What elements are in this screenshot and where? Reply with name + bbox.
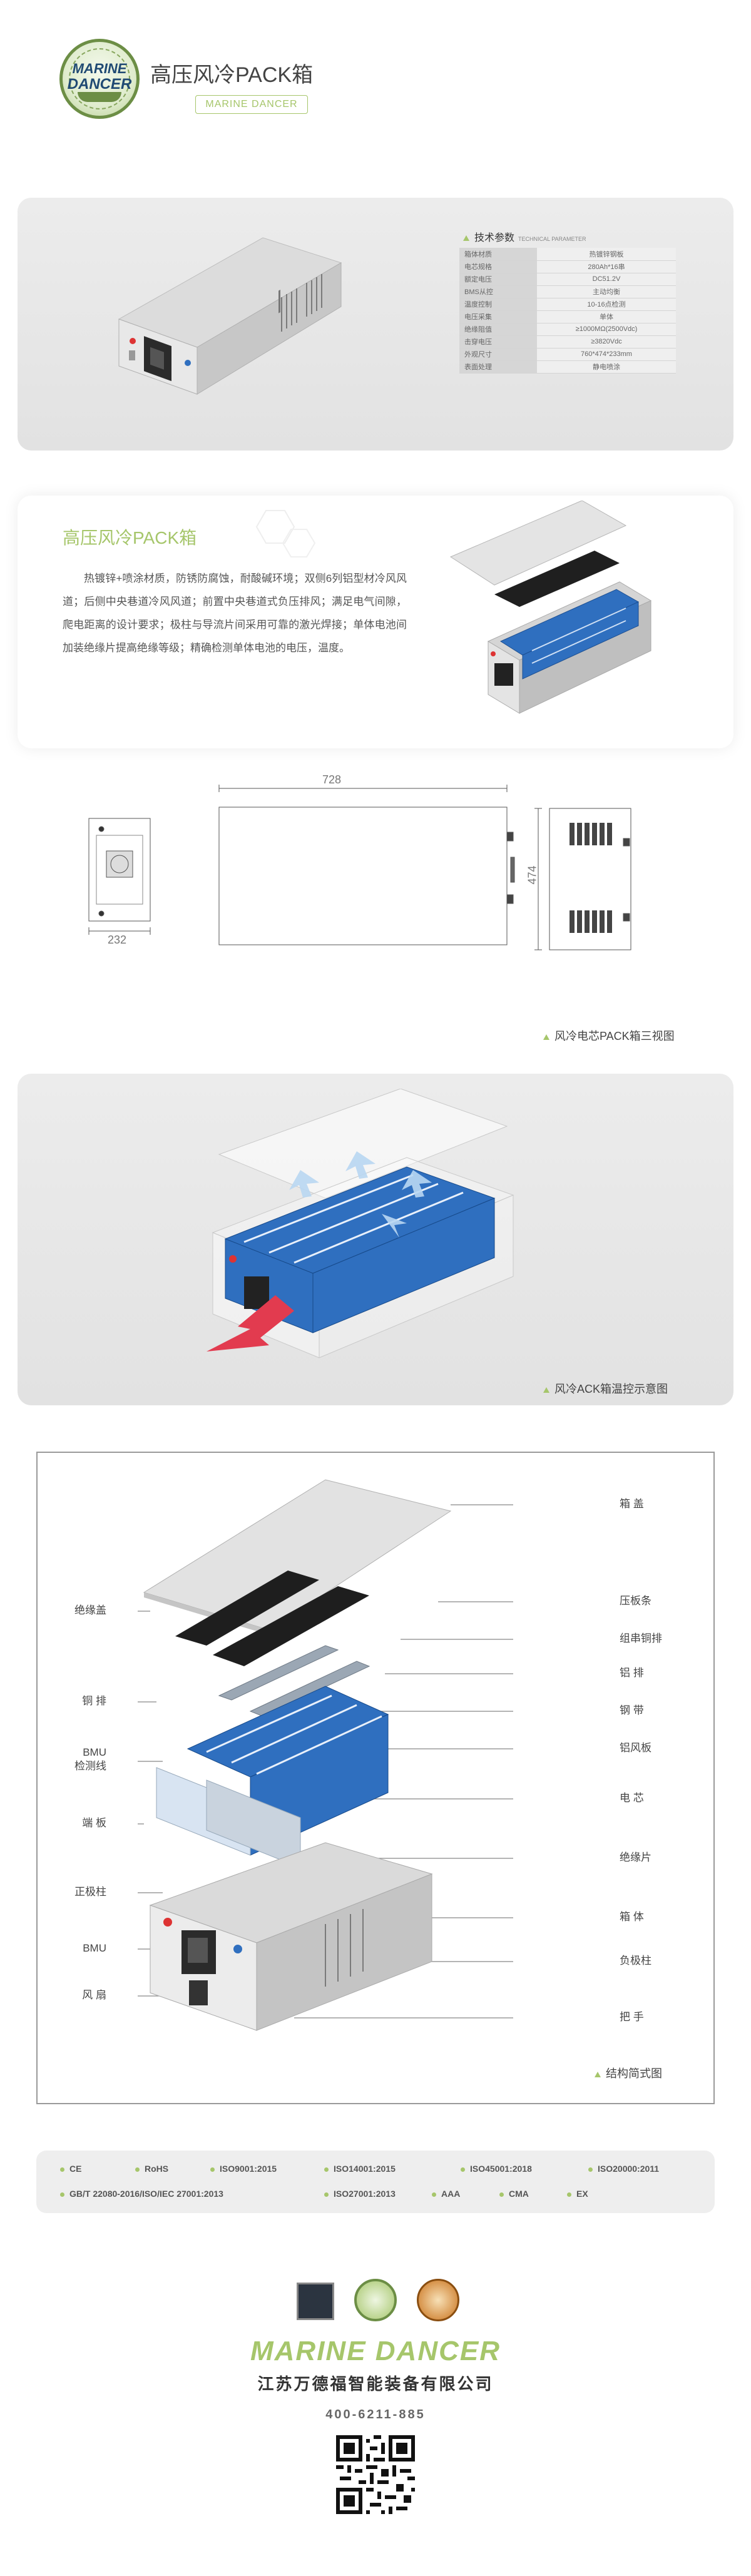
intro-product-image: [449, 501, 652, 714]
dimension-width: 728: [322, 773, 342, 786]
cert-ce: CE: [60, 2164, 81, 2174]
cert-aaa: AAA: [432, 2189, 460, 2199]
label-positive-terminal: 正极柱: [74, 1886, 106, 1898]
exploded-caption: 结构简式图: [595, 2065, 662, 2081]
label-fan: 风 扇: [82, 1989, 106, 2001]
spec-title-en: TECHNICAL PARAMETER: [518, 236, 586, 242]
cert-rohs: RoHS: [135, 2164, 168, 2174]
dimension-height: 474: [526, 865, 539, 885]
triangle-bullet-icon: [463, 235, 469, 241]
triangle-bullet-icon: [595, 2072, 601, 2077]
spec-key: 额定电压: [459, 273, 537, 286]
cert-iso27001: ISO27001:2013: [324, 2189, 396, 2199]
qr-code-icon: [336, 2435, 415, 2514]
hexagon-decoration-icon: [255, 510, 316, 557]
spec-row: 箱体材质热镀锌钢板: [459, 248, 676, 261]
triangle-bullet-icon: [543, 1034, 549, 1040]
triangle-bullet-icon: [543, 1387, 549, 1393]
brand-wordmark: MARINE DANCER: [250, 2336, 501, 2366]
spec-row: 绝缘阻值≥1000MΩ(2500Vdc): [459, 323, 676, 336]
cert-iso9001: ISO9001:2015: [210, 2164, 277, 2174]
cert-ex: EX: [567, 2189, 588, 2199]
label-insulation-sheet: 绝缘片: [620, 1851, 651, 1863]
spec-row: 电压采集单体: [459, 310, 676, 323]
spec-value: 280Ah*16串: [537, 260, 676, 273]
brand-subtitle: MARINE DANCER: [195, 95, 308, 114]
label-end-plate: 端 板: [82, 1817, 106, 1829]
spec-key: 箱体材质: [459, 248, 537, 261]
spec-key: 表面处理: [459, 360, 537, 374]
spec-key: 外观尺寸: [459, 348, 537, 361]
page-title: 高压风冷PACK箱: [150, 63, 314, 87]
spec-key: 击穿电压: [459, 335, 537, 349]
label-steel-strap: 钢 带: [620, 1704, 644, 1716]
spec-row: 击穿电压≥3820Vdc: [459, 335, 676, 349]
spec-value: 主动均衡: [537, 285, 676, 298]
cert-iso20000: ISO20000:2011: [588, 2164, 659, 2174]
cert-gbt22080: GB/T 22080-2016/ISO/IEC 27001:2013: [60, 2189, 223, 2199]
cert-iso45001: ISO45001:2018: [461, 2164, 532, 2174]
exploded-caption-text: 结构简式图: [606, 2067, 662, 2080]
label-insulation-cover: 绝缘盖: [74, 1604, 106, 1616]
spec-value: 静电喷涂: [537, 360, 676, 374]
label-cell: 电 芯: [620, 1792, 644, 1804]
phone-number: 400-6211-885: [325, 2408, 426, 2421]
label-handle: 把 手: [620, 2011, 644, 2023]
company-name: 江苏万德福智能装备有限公司: [257, 2375, 494, 2393]
partner-logo-2: [417, 2279, 459, 2321]
exploded-view-frame: [36, 1452, 715, 2104]
airflow-caption: 风冷ACK箱温控示意图: [543, 1380, 668, 1397]
product-image: [118, 237, 342, 395]
spec-row: 表面处理静电喷涂: [459, 360, 676, 374]
spec-value: ≥1000MΩ(2500Vdc): [537, 323, 676, 336]
dimension-side: 232: [108, 934, 127, 946]
label-lid: 箱 盖: [620, 1498, 644, 1510]
spec-key: 温度控制: [459, 298, 537, 311]
brand-logo-small: [354, 2279, 397, 2321]
cert-cma: CMA: [499, 2189, 529, 2199]
label-case: 箱 体: [620, 1911, 644, 1923]
logo-text-2: DANCER: [67, 76, 132, 93]
spec-key: 电压采集: [459, 310, 537, 323]
spec-title-text: 技术参数: [474, 233, 515, 243]
label-bmu: BMU: [83, 1942, 106, 1954]
spec-value: 单体: [537, 310, 676, 323]
spec-key: 绝缘阻值: [459, 323, 537, 336]
exploded-view-diagram: [138, 1479, 513, 2031]
label-pressure-bar: 压板条: [620, 1595, 651, 1607]
page-header: MARINE DANCER 高压风冷PACK箱 MARINE DANCER: [0, 0, 751, 156]
label-copper-bar: 铜 排: [82, 1695, 106, 1707]
cert-iso14001: ISO14001:2015: [324, 2164, 396, 2174]
three-view-caption: 风冷电芯PACK箱三视图: [543, 1027, 675, 1044]
spec-key: BMS从控: [459, 285, 537, 298]
label-aluminum-air-plate: 铝风板: [620, 1742, 651, 1754]
logo-text-1: MARINE: [72, 61, 127, 76]
certification-panel: [36, 2151, 715, 2213]
spec-value: 热镀锌钢板: [537, 248, 676, 261]
partner-logo-1: [297, 2283, 334, 2320]
label-series-busbar: 组串铜排: [620, 1632, 662, 1644]
label-negative-terminal: 负极柱: [620, 1955, 651, 1967]
spec-value: ≥3820Vdc: [537, 335, 676, 349]
spec-key: 电芯规格: [459, 260, 537, 273]
brand-logo: MARINE DANCER: [59, 39, 140, 119]
label-aluminum-bar: 铝 排: [620, 1667, 644, 1679]
spec-value: DC51.2V: [537, 273, 676, 286]
spec-value: 760*474*233mm: [537, 348, 676, 361]
spec-value: 10-16点检测: [537, 298, 676, 311]
label-bmu-sense-line: BMU 检测线: [74, 1746, 106, 1772]
three-view-caption-text: 风冷电芯PACK箱三视图: [554, 1030, 675, 1042]
intro-body: 热镀锌+喷涂材质，防锈防腐蚀，耐酸碱环境；双侧6列铝型材冷风风道；后侧中央巷道冷…: [63, 573, 407, 654]
airflow-diagram: [207, 1089, 514, 1358]
spec-row: BMS从控主动均衡: [459, 285, 676, 298]
intro-title: 高压风冷PACK箱: [63, 528, 197, 547]
three-view-drawing: [88, 785, 631, 950]
airflow-caption-text: 风冷ACK箱温控示意图: [554, 1383, 668, 1395]
